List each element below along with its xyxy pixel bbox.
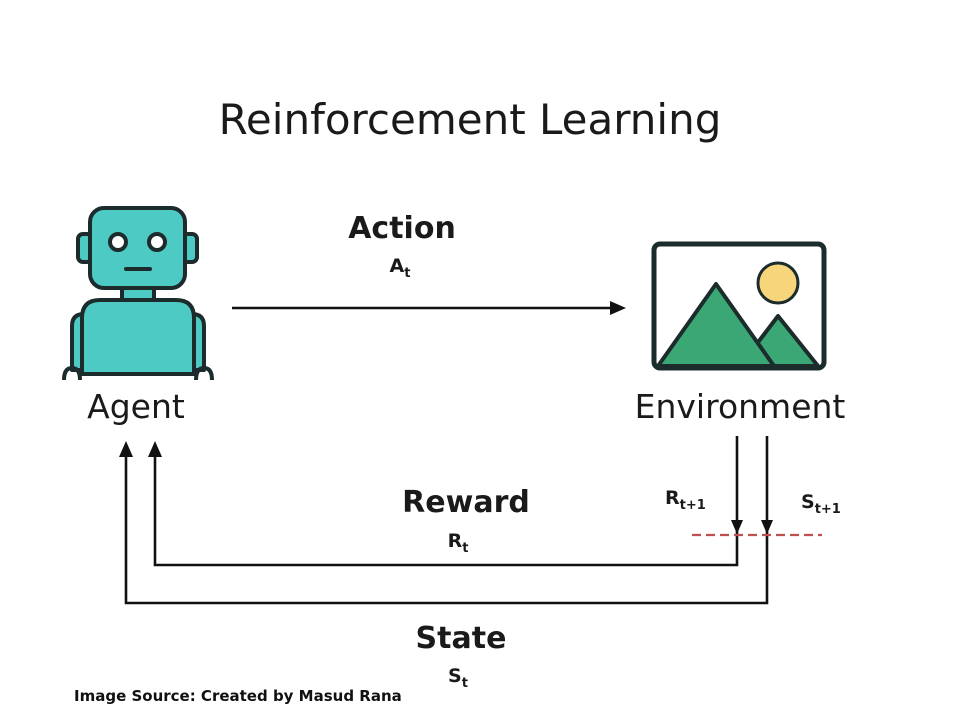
state-symbol: St [448,665,468,691]
landscape-picture-icon [651,241,827,371]
next-reward-symbol: Rt+1 [665,487,706,513]
agent-label: Agent [87,387,185,426]
reward-symbol: Rt [448,530,469,556]
next-state-arrowhead [761,520,773,534]
state-label: State [416,621,507,656]
next-state-symbol: St+1 [801,491,841,517]
reward-label: Reward [402,485,530,520]
state-arrow [119,436,769,605]
robot-icon [62,206,214,381]
action-arrow [232,301,626,315]
image-source-credit: Image Source: Created by Masud Rana [74,687,402,705]
action-label: Action [348,211,456,246]
environment-label: Environment [635,387,846,426]
diagram-title: Reinforcement Learning [219,95,722,144]
action-symbol: At [390,255,411,281]
reward-arrow [148,436,739,567]
next-reward-arrowhead [731,520,743,534]
